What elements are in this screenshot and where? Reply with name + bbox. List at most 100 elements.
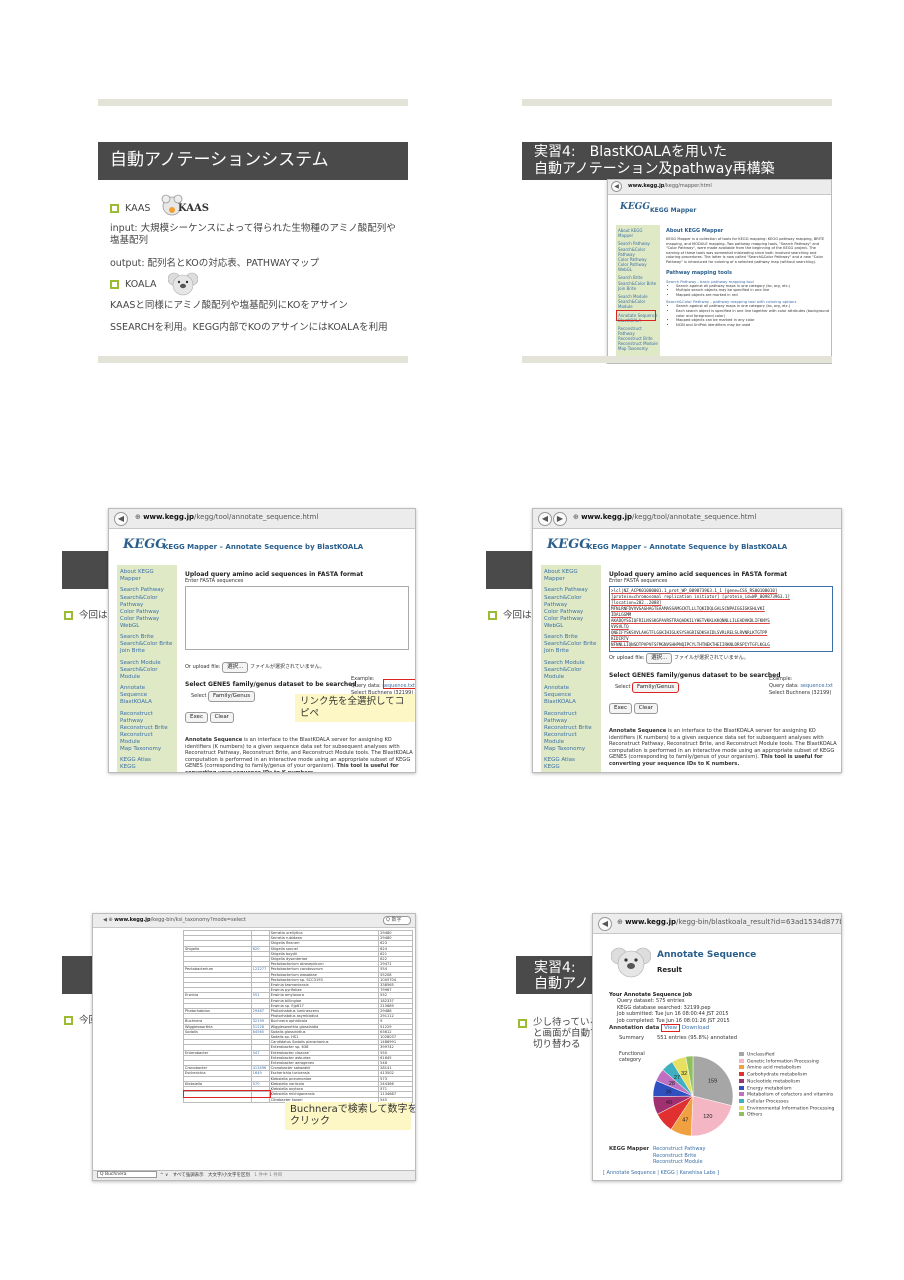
sidebar-item-kegg-atlas[interactable]: KEGG Atlas — [544, 757, 575, 764]
sidebar-item-search-module[interactable]: Search Module — [618, 293, 648, 299]
back-icon[interactable]: ◀ — [114, 512, 128, 526]
url-text[interactable]: ◀ ⊕ www.kegg.jp/kegg-bin/ksi_taxonomy?mo… — [103, 917, 246, 923]
forward-icon[interactable]: ▶ — [553, 512, 567, 526]
sidebar-item-search-brite[interactable]: Search Brite — [618, 275, 643, 281]
back-icon[interactable]: ◀ — [611, 181, 622, 192]
sidebar-item-search-pathway[interactable]: Search Pathway — [120, 587, 164, 594]
sidebar-item-reconstruct-brite[interactable]: Reconstruct Brite — [618, 336, 653, 342]
mapper-link[interactable]: Reconstruct Pathway — [653, 1146, 706, 1152]
sidebar-item-about-kegg-mapper[interactable]: About KEGG Mapper — [120, 569, 154, 583]
file-choose-button[interactable]: 選択... — [646, 653, 673, 664]
family-genus-select[interactable]: Family/Genus — [208, 691, 256, 702]
sidebar-item-reconstruct-pathway[interactable]: Reconstruct Pathway — [618, 325, 642, 337]
sidebar-item-search-color-module[interactable]: Search&Color Module — [544, 666, 582, 680]
footer-links[interactable]: [ Annotate Sequence | KEGG | Kanehisa La… — [603, 1170, 720, 1176]
back-icon[interactable]: ◀ — [538, 512, 552, 526]
sidebar-item-reconstruct-pathway[interactable]: Reconstruct Pathway — [120, 710, 153, 724]
sidebar-item-search-pathway[interactable]: Search Pathway — [618, 241, 650, 247]
back-icon[interactable]: ◀ — [598, 917, 612, 931]
view-link[interactable]: View — [661, 1024, 681, 1032]
sidebar-item-map-taxonomy[interactable]: Map Taxonomy — [120, 745, 162, 752]
taxid-link[interactable]: 32199 — [250, 1018, 270, 1025]
sidebar-item-blastkoala[interactable]: BlastKOALA — [544, 699, 576, 706]
sidebar-item-join-brite[interactable]: Join Brite — [544, 648, 569, 655]
exec-button[interactable]: Exec — [185, 712, 208, 723]
taxid-link[interactable]: 84565 — [250, 1028, 270, 1036]
sidebar-item-reconstruct-pathway[interactable]: Reconstruct Pathway — [544, 710, 577, 724]
enter-label: Enter FASTA sequences — [609, 578, 668, 584]
fasta-line: QNEIFYSKSVVLAAGTFLGGKIHIGLKSYSAGRIGDKSAI… — [611, 630, 768, 635]
mapper-link[interactable]: Reconstruct Brite — [653, 1152, 697, 1159]
fasta-textarea[interactable]: >lcl|NZ_ACPK01000001.1_prot_WP_009873963… — [609, 586, 833, 652]
find-input[interactable]: Q Buchnera — [97, 1171, 157, 1178]
job-info: Your Annotate Sequence job Query dataset… — [609, 992, 839, 1024]
taxid-link[interactable]: 29487 — [250, 1008, 270, 1015]
exec-button[interactable]: Exec — [609, 703, 632, 714]
url-text[interactable]: ⊕ www.kegg.jp/kegg/tool/annotate_sequenc… — [573, 513, 757, 521]
job-heading: Your Annotate Sequence job — [609, 992, 692, 998]
taxid-link[interactable]: 51228 — [250, 1023, 270, 1030]
url-text[interactable]: ⊕ www.kegg.jp/kegg-bin/blastkoala_result… — [617, 918, 841, 926]
koala-icon — [610, 944, 652, 980]
family-genus-select[interactable]: Family/Genus — [632, 682, 680, 693]
sidebar-item-reconstruct-module[interactable]: Reconstruct Module — [544, 731, 577, 745]
mapper-link[interactable]: Reconstruct Module — [653, 1159, 703, 1165]
url-text[interactable]: www.kegg.jp/kegg/mapper.html — [628, 183, 712, 189]
sidebar-item-color-pathway[interactable]: Color Pathway — [544, 608, 584, 615]
sidebar-item-annotate-sequence[interactable]: Annotate Sequence — [544, 685, 572, 699]
sidebar-item-search-color-brite[interactable]: Search&Color Brite — [618, 280, 657, 286]
taxid-link[interactable]: 1649 — [250, 1070, 270, 1077]
legend-swatch — [739, 1085, 744, 1090]
sidebar-item-color-pathway-webgl[interactable]: Color Pathway WebGL — [618, 261, 647, 273]
list-item: Search against all pathway maps in one c… — [676, 284, 830, 289]
sidebar-item-about-kegg-mapper[interactable]: About KEGG Mapper — [618, 228, 643, 239]
find-match-case[interactable]: 大文字/小文字を区別 — [207, 1173, 250, 1178]
sidebar-item-join-brite[interactable]: Join Brite — [120, 648, 145, 655]
clear-button[interactable]: Clear — [209, 712, 234, 723]
sidebar-item-search-module[interactable]: Search Module — [544, 659, 585, 666]
file-choose-button[interactable]: 選択... — [222, 662, 249, 673]
sidebar-item-kegg[interactable]: KEGG — [544, 764, 560, 771]
taxid-link[interactable]: 122277 — [250, 966, 270, 973]
sidebar-item-color-pathway-webgl[interactable]: Color Pathway WebGL — [120, 615, 160, 629]
clear-button[interactable]: Clear — [633, 703, 658, 714]
sidebar-item-kegg[interactable]: KEGG — [120, 764, 136, 771]
sidebar-item-color-pathway-webgl[interactable]: Color Pathway WebGL — [544, 615, 584, 629]
sidebar-item-search-color-module[interactable]: Search&Color Module — [120, 666, 158, 680]
search-box[interactable]: Q 数字 — [383, 916, 411, 925]
sidebar-item-search-brite[interactable]: Search Brite — [544, 634, 578, 641]
sidebar-item-blastkoala[interactable]: BlastKOALA — [120, 699, 152, 706]
find-highlight-all[interactable]: すべて強調表示 — [172, 1173, 204, 1178]
taxid-link[interactable]: 413496 — [250, 1065, 270, 1072]
sidebar-item-search-color-pathway[interactable]: Search&Color Pathway — [120, 594, 158, 608]
sidebar-item-kegg-atlas[interactable]: KEGG Atlas — [120, 757, 151, 764]
sidebar-item-search-module[interactable]: Search Module — [120, 659, 161, 666]
sidebar-item-annotate-sequence[interactable]: Annotate Sequence — [120, 685, 148, 699]
sidebar-item-search-color-pathway[interactable]: Search&Color Pathway — [618, 246, 646, 257]
sidebar-item-reconstruct-brite[interactable]: Reconstruct Brite — [120, 724, 168, 731]
sidebar-item-search-color-module[interactable]: Search&Color Module — [618, 299, 646, 310]
fasta-textarea[interactable] — [185, 586, 409, 650]
sidebar-item-search-color-pathway[interactable]: Search&Color Pathway — [544, 594, 582, 608]
sidebar-item-color-pathway[interactable]: Color Pathway — [120, 608, 160, 615]
bullet-icon — [110, 204, 119, 213]
sidebar-item-reconstruct-module[interactable]: Reconstruct Module — [618, 341, 658, 347]
sidebar-item-map-taxonomy[interactable]: Map Taxonomy — [544, 745, 586, 752]
sidebar-item-annotate-sequence[interactable]: Annotate Sequence — [618, 312, 658, 318]
url-text[interactable]: ⊕ www.kegg.jp/kegg/tool/annotate_sequenc… — [135, 513, 319, 521]
sidebar-item-map-taxonomy[interactable]: Map Taxonomy — [618, 346, 648, 352]
sidebar-item-search-brite[interactable]: Search Brite — [120, 634, 154, 641]
sequence-link[interactable]: sequence.txt — [800, 683, 833, 689]
sequence-link[interactable]: sequence.txt — [382, 683, 415, 689]
download-link[interactable]: Download — [681, 1025, 710, 1031]
sidebar-item-search-pathway[interactable]: Search Pathway — [544, 587, 588, 594]
sidebar-item-about-kegg-mapper[interactable]: About KEGG Mapper — [544, 569, 578, 583]
sidebar-item-join-brite[interactable]: Join Brite — [618, 285, 637, 291]
sidebar-item-search-color-brite[interactable]: Search&Color Brite — [544, 641, 597, 648]
sidebar-item-reconstruct-module[interactable]: Reconstruct Module — [120, 731, 153, 745]
job-line: KEGG database searched: 32199.pep — [617, 1004, 711, 1011]
sidebar-item-color-pathway[interactable]: Color Pathway — [618, 256, 647, 262]
sidebar-item-search-color-brite[interactable]: Search&Color Brite — [120, 641, 173, 648]
sidebar-item-reconstruct-brite[interactable]: Reconstruct Brite — [544, 724, 592, 731]
slide-6: 実習4: 自動アノ 少し待っている と画面が自動で 切り替わる ◀ ⊕ www.… — [516, 913, 842, 1183]
